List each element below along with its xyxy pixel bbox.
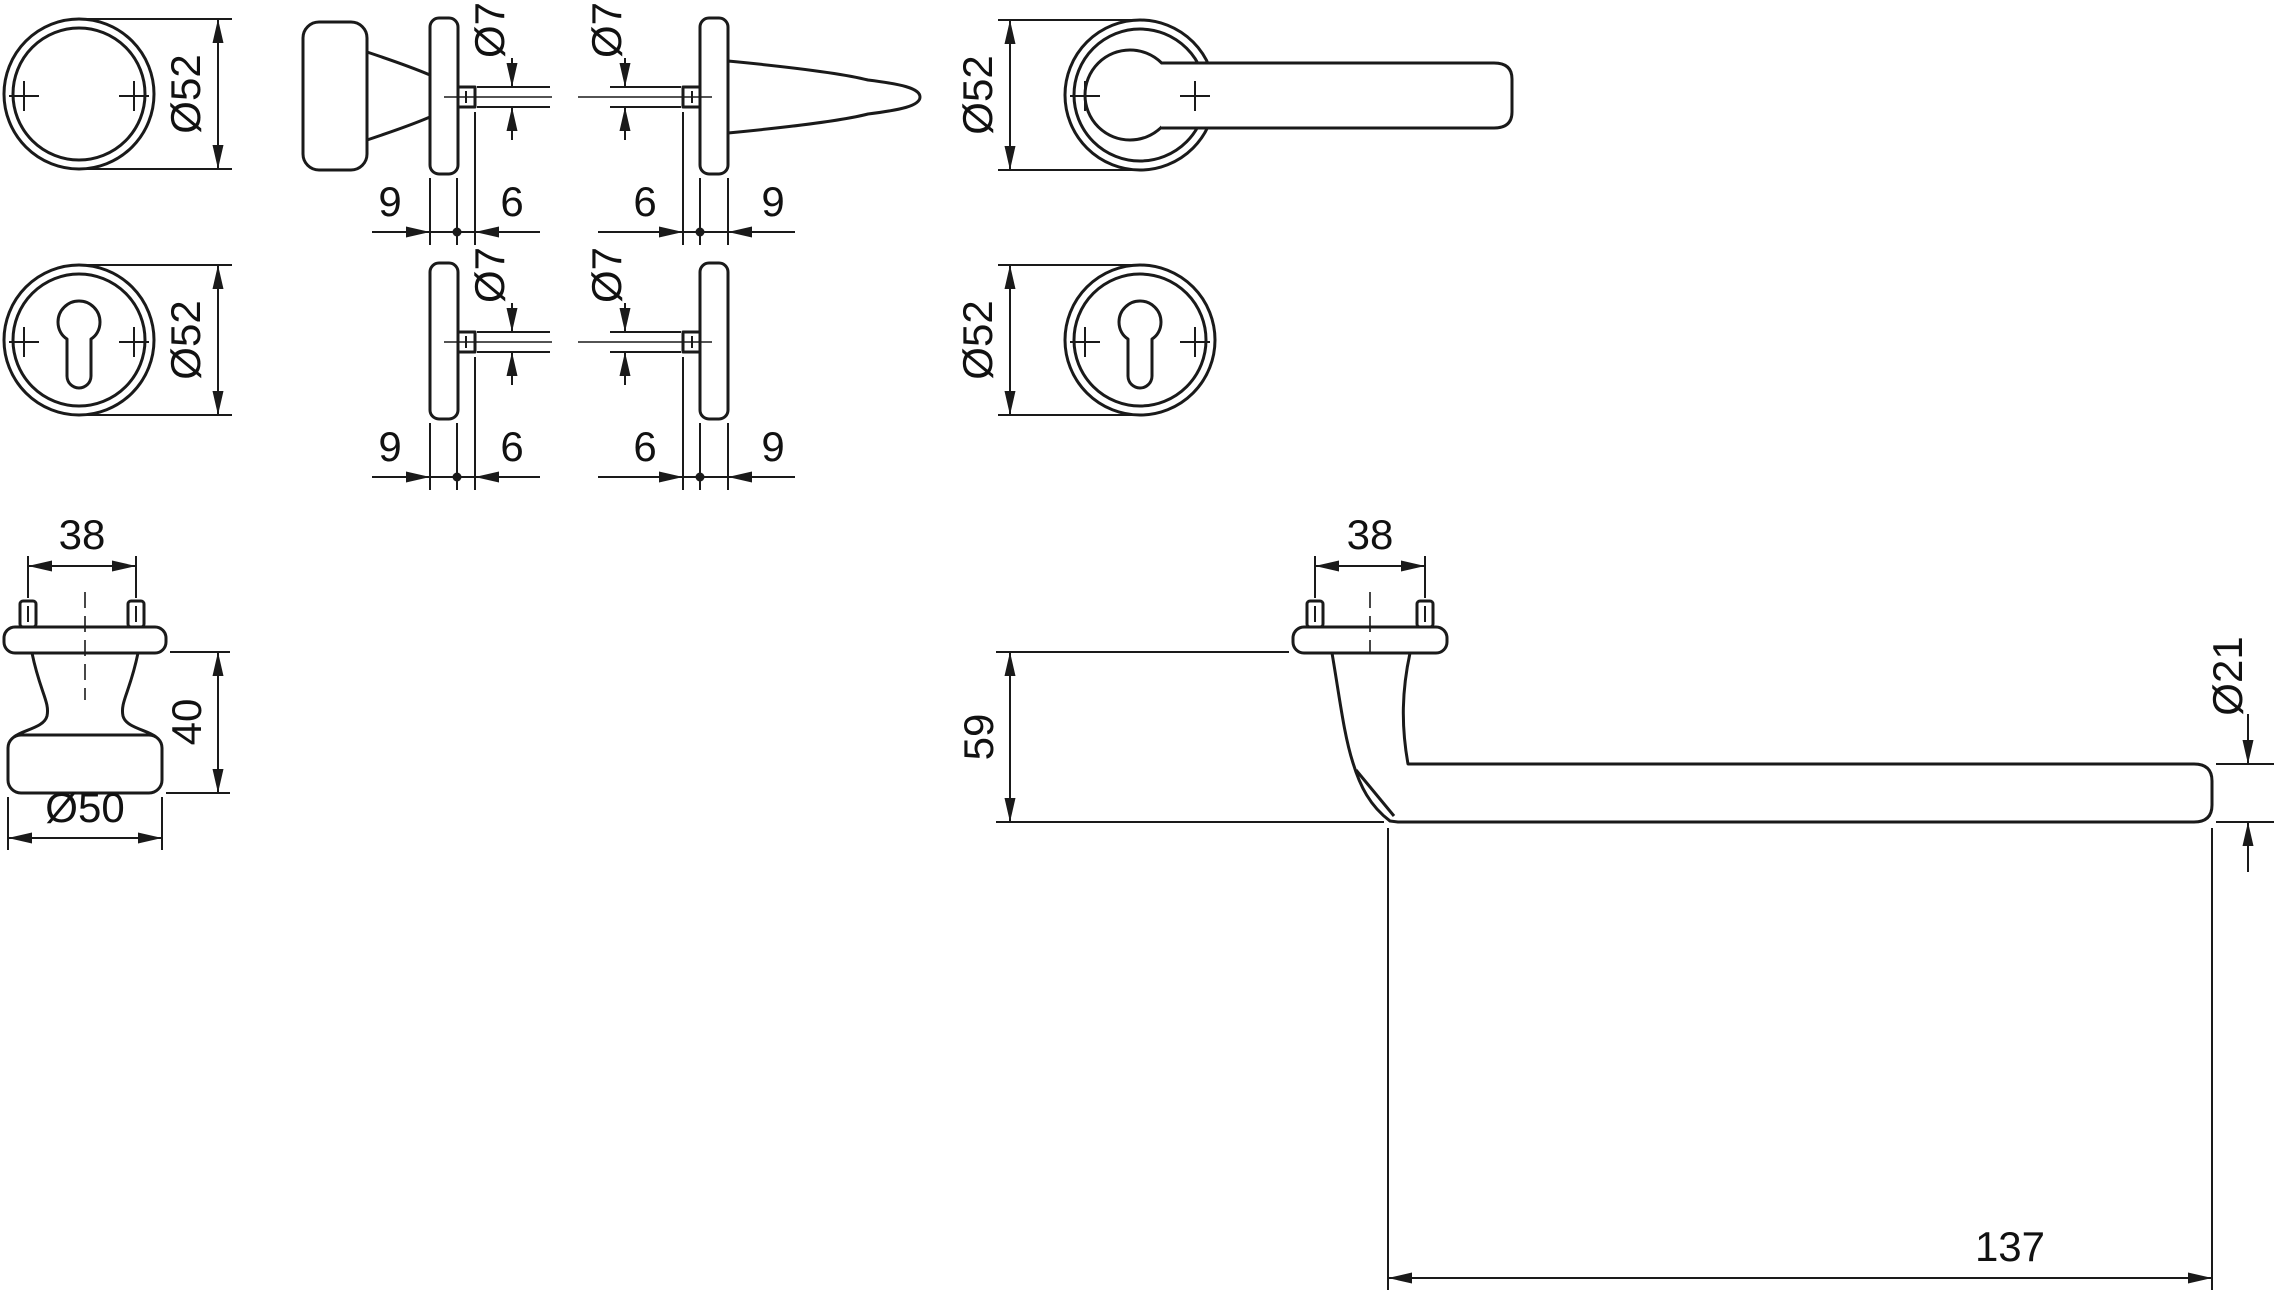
dimension-dot <box>695 472 705 482</box>
screw-cross-right <box>1180 327 1210 357</box>
extension-lines-bottom <box>682 112 729 245</box>
extension-lines-spindle <box>477 86 550 108</box>
dim-label-protrusion: 6 <box>500 423 523 470</box>
dimension-arrows-spindle <box>506 308 518 376</box>
rose-plate <box>698 261 730 421</box>
extension-lines <box>998 264 1138 416</box>
dim-label-diameter: Ø52 <box>162 54 209 133</box>
dim-label-spindle: Ø7 <box>466 247 513 303</box>
knob-neck <box>366 50 431 142</box>
extension-lines-spindle <box>477 331 550 353</box>
dimension-arrows-spacing <box>28 560 136 572</box>
screw-cross-left <box>1070 81 1100 111</box>
rosette-outer-circle <box>2 263 156 417</box>
dimension-arrows-spacing <box>1315 560 1425 572</box>
rose-plate <box>428 261 460 421</box>
extension-lines-bottom <box>429 112 476 245</box>
rosette-outer-circle <box>2 17 156 171</box>
view-cylinder-rosette-front-left: Ø52 <box>2 263 232 417</box>
extension-lines <box>998 19 1138 171</box>
dim-label-thickness: 9 <box>378 178 401 225</box>
knob-head <box>6 733 164 795</box>
view-cylinder-rosette-front-right: Ø52 <box>954 263 1217 417</box>
extension-lines-height <box>996 651 1384 823</box>
dimension-dot <box>452 472 462 482</box>
rosette-inner-circle <box>11 26 147 162</box>
view-lever-rosette-side: Ø7 6 9 <box>578 2 922 245</box>
dimension-arrows-bottom <box>659 471 752 483</box>
extension-lines-height <box>166 651 230 794</box>
dim-label-spindle: Ø7 <box>466 2 513 58</box>
dim-label-knob-diameter: Ø50 <box>45 784 124 831</box>
dim-label-screw-spacing: 38 <box>1347 511 1394 558</box>
dim-label-thickness: 9 <box>761 178 784 225</box>
lever-outline <box>1330 651 2214 824</box>
rose-plate <box>428 16 460 176</box>
dim-label-protrusion: 6 <box>633 423 656 470</box>
dim-label-diameter: Ø52 <box>954 55 1001 134</box>
extension-lines-diameter <box>7 797 163 850</box>
cylinder-keyhole <box>1117 299 1163 390</box>
lever-bar <box>1161 61 1514 130</box>
dimension-arrows-spindle <box>506 63 518 131</box>
view-lever-front: Ø52 <box>954 18 1514 172</box>
screw-cross-right <box>119 81 149 111</box>
dim-label-grip-diameter: Ø21 <box>2204 636 2251 715</box>
extension-lines <box>84 264 232 416</box>
dim-label-diameter: Ø52 <box>954 300 1001 379</box>
dim-label-spindle: Ø7 <box>583 2 630 58</box>
dim-label-thickness: 9 <box>378 423 401 470</box>
dimension-arrows-bottom <box>406 471 499 483</box>
extension-lines-spindle <box>610 86 681 108</box>
dim-label-height: 40 <box>163 699 210 746</box>
dim-label-protrusion: 6 <box>633 178 656 225</box>
view-cylinder-rosette-side-left: Ø7 9 6 <box>372 247 552 490</box>
extension-lines-grip <box>2216 763 2274 823</box>
dim-label-screw-spacing: 38 <box>59 511 106 558</box>
knob-head <box>301 20 369 172</box>
dimension-dot <box>452 227 462 237</box>
dimension-arrows-bottom <box>659 226 752 238</box>
view-knob-rosette-side: Ø7 9 6 <box>301 2 552 245</box>
extension-lines-spacing <box>27 556 137 598</box>
miter-joint-line <box>1354 769 1396 817</box>
view-knob-side: 38 40 Ø50 <box>2 511 230 850</box>
lever-grip <box>726 59 922 135</box>
dim-label-height: 59 <box>955 714 1002 761</box>
dim-label-protrusion: 6 <box>500 178 523 225</box>
dim-label-length: 137 <box>1975 1223 2045 1270</box>
extension-lines-spacing <box>1314 556 1426 598</box>
screw-cross-right <box>1180 81 1210 111</box>
dimension-dot <box>695 227 705 237</box>
screw-cross-left <box>9 327 39 357</box>
view-lever-side: 38 59 Ø21 137 <box>955 511 2274 1290</box>
dimension-arrows-spindle <box>619 308 631 376</box>
screw-cross-left <box>1070 327 1100 357</box>
extension-lines-spindle <box>610 331 681 353</box>
extension-lines <box>84 18 232 170</box>
knob-neck <box>13 652 157 739</box>
dimension-arrows-grip <box>2242 740 2254 846</box>
rose-plate <box>698 16 730 176</box>
view-rosette-blank-front: Ø52 <box>2 17 232 171</box>
rosette-inner-circle <box>1072 272 1208 408</box>
rosette-outer-circle <box>1063 263 1217 417</box>
dim-label-diameter: Ø52 <box>162 300 209 379</box>
cylinder-keyhole <box>56 299 102 390</box>
dim-label-thickness: 9 <box>761 423 784 470</box>
view-cylinder-rosette-side-right: Ø7 6 9 <box>578 247 795 490</box>
extension-lines-bottom <box>682 357 729 490</box>
screw-cross-left <box>9 81 39 111</box>
dimension-arrows-spindle <box>619 63 631 131</box>
dim-label-spindle: Ø7 <box>583 247 630 303</box>
rosette-inner-circle <box>11 272 147 408</box>
extension-lines-bottom <box>429 357 476 490</box>
dimension-arrows-bottom <box>406 226 499 238</box>
screw-cross-right <box>119 327 149 357</box>
extension-lines-length <box>1387 828 2213 1290</box>
